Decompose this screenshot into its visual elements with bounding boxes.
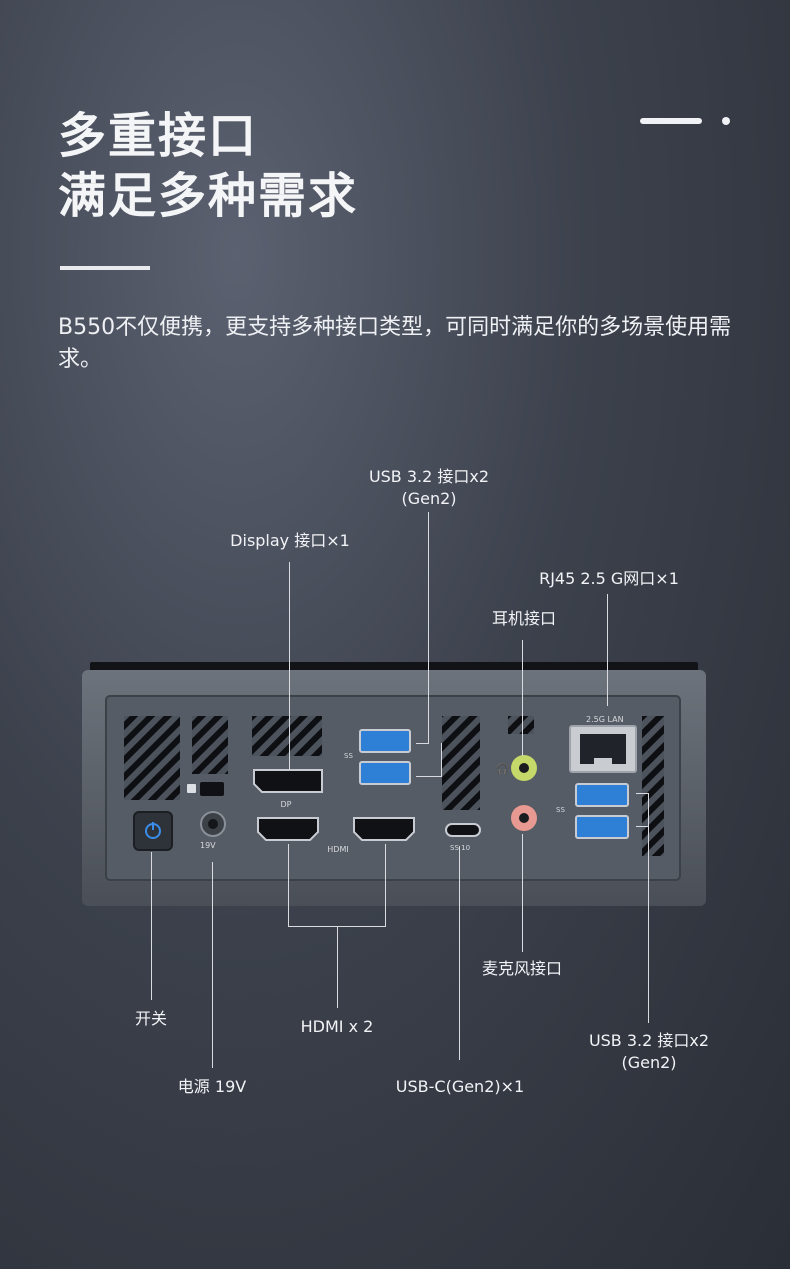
label-usb-top: USB 3.2 接口x2 (Gen2) bbox=[356, 466, 502, 510]
callout-tick-usb-right-1 bbox=[636, 793, 648, 794]
usb-ss-print-right: SS bbox=[556, 806, 565, 814]
label-power-in: 电源 19V bbox=[177, 1077, 247, 1096]
top-fins bbox=[90, 662, 698, 672]
label-usb-top-line1: USB 3.2 接口x2 bbox=[368, 467, 490, 486]
io-panel bbox=[105, 695, 681, 881]
label-usb-right-line2: (Gen2) bbox=[621, 1053, 677, 1072]
callout-line-power bbox=[212, 862, 213, 1068]
page-title: 多重接口 满足多种需求 bbox=[58, 106, 358, 226]
label-usbc: USB-C(Gen2)×1 bbox=[395, 1077, 525, 1096]
label-mic: 麦克风接口 bbox=[481, 959, 562, 978]
callout-tick-usb-top-2 bbox=[416, 776, 442, 777]
usb-a-port-2 bbox=[359, 761, 411, 785]
callout-line-hdmi-2 bbox=[385, 844, 386, 926]
callout-line-switch bbox=[151, 852, 152, 1000]
label-power-switch: 开关 bbox=[134, 1009, 167, 1028]
vent-4 bbox=[442, 716, 480, 810]
power-button bbox=[133, 811, 173, 851]
label-usb-top-line2: (Gen2) bbox=[401, 489, 457, 508]
callout-line-hdmi-1 bbox=[288, 844, 289, 926]
mini-pc-rear-panel: 19V DP HDMI SS SS 10 🎧 2.5G LAN SS bbox=[82, 662, 706, 906]
callout-line-rj45 bbox=[607, 594, 608, 706]
callout-line-mic bbox=[522, 834, 523, 952]
usb-c-port bbox=[445, 823, 481, 837]
callout-tick-usb-top-1 bbox=[416, 743, 428, 744]
vent-3 bbox=[252, 716, 322, 756]
hdmi-print: HDMI bbox=[327, 845, 348, 854]
vent-1 bbox=[124, 716, 180, 800]
callout-line-usb-top bbox=[428, 512, 429, 744]
callout-tick-usb-right-2 bbox=[636, 826, 648, 827]
description-text: B550不仅便携，更支持多种接口类型，可同时满足你的多场景使用需求。 bbox=[58, 315, 732, 372]
vent-5 bbox=[508, 716, 534, 734]
callout-line-usb-right bbox=[648, 793, 649, 1023]
displayport-port bbox=[253, 769, 323, 793]
lock-icon bbox=[187, 784, 196, 793]
callout-stem-hdmi bbox=[337, 926, 338, 1008]
decorative-dot bbox=[722, 117, 730, 125]
title-divider bbox=[60, 266, 150, 270]
label-usb-right-line1: USB 3.2 接口x2 bbox=[588, 1031, 710, 1050]
kensington-slot bbox=[200, 782, 224, 796]
hdmi-port-2 bbox=[353, 817, 415, 841]
label-usb-right: USB 3.2 接口x2 (Gen2) bbox=[580, 1030, 718, 1074]
hdmi-port-1 bbox=[257, 817, 319, 841]
label-rj45: RJ45 2.5 G网口×1 bbox=[539, 569, 679, 588]
title-line-1: 多重接口 bbox=[58, 108, 259, 164]
label-headphone: 耳机接口 bbox=[491, 609, 556, 628]
label-display: Display 接口×1 bbox=[230, 531, 350, 550]
lan-print: 2.5G LAN bbox=[586, 715, 624, 724]
usb-a-port-4 bbox=[575, 815, 629, 839]
vent-2 bbox=[192, 716, 228, 774]
decorative-bar bbox=[640, 118, 702, 124]
usb-a-port-1 bbox=[359, 729, 411, 753]
usb-ss-print-left: SS bbox=[344, 752, 353, 760]
vent-6 bbox=[642, 716, 664, 856]
callout-line-usbc bbox=[459, 846, 460, 1060]
label-hdmi: HDMI x 2 bbox=[300, 1017, 374, 1036]
usb-a-port-3 bbox=[575, 783, 629, 807]
title-line-2: 满足多种需求 bbox=[58, 168, 359, 224]
usbc-ss-print: SS 10 bbox=[450, 844, 470, 852]
dp-print: DP bbox=[281, 800, 292, 809]
callout-join-usb-top bbox=[441, 743, 442, 777]
callout-line-headphone bbox=[522, 640, 523, 756]
power-rating-print: 19V bbox=[200, 841, 216, 850]
callout-line-display bbox=[289, 562, 290, 770]
headphone-icon: 🎧 bbox=[496, 762, 508, 775]
